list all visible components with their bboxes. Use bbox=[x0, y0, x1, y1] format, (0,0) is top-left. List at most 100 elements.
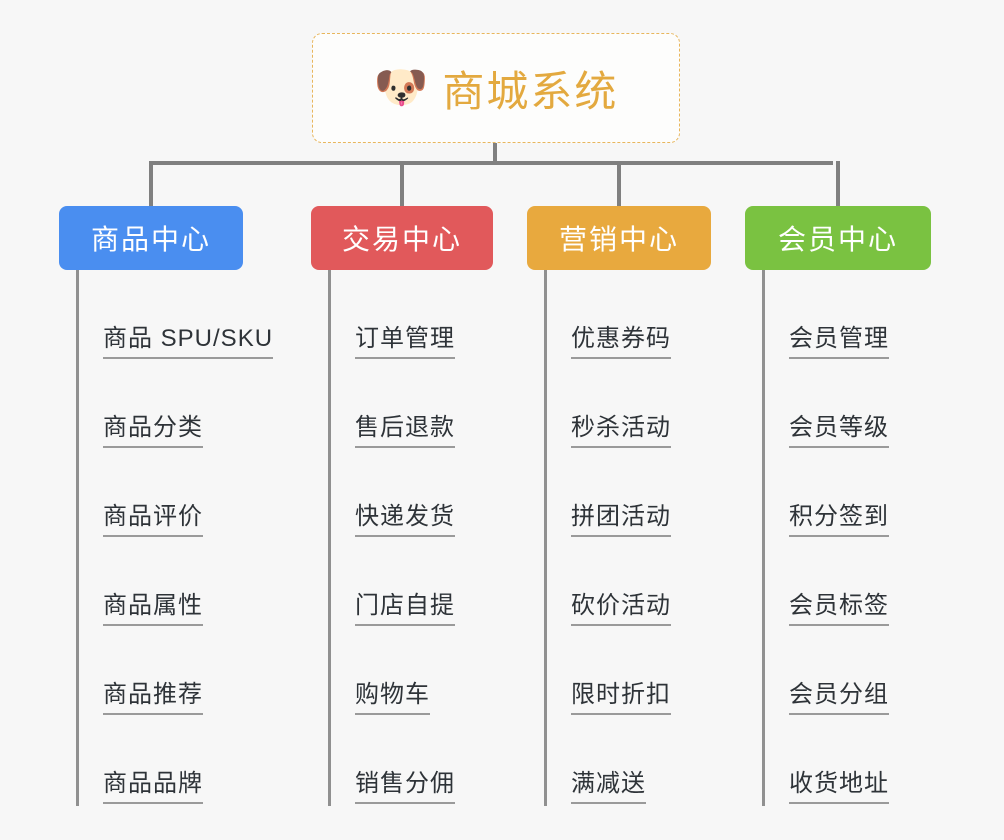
leaf-underline: 商品 SPU/SKU bbox=[103, 318, 274, 359]
leaf-label: 砍价活动 bbox=[571, 592, 671, 619]
leaf-underline: 积分签到 bbox=[789, 496, 889, 537]
leaf-item[interactable]: 商品推荐 bbox=[59, 626, 243, 715]
leaf-label: 积分签到 bbox=[789, 503, 889, 530]
leaf-label: 商品分类 bbox=[103, 414, 203, 441]
leaf-label: 收货地址 bbox=[789, 770, 889, 797]
leaf-item[interactable]: 砍价活动 bbox=[527, 537, 711, 626]
category-label: 交易中心 bbox=[341, 224, 462, 255]
leaf-underline: 商品评价 bbox=[103, 496, 203, 537]
leaf-underline: 满减送 bbox=[571, 763, 646, 804]
leaf-label: 销售分佣 bbox=[355, 770, 455, 797]
leaf-underline: 销售分佣 bbox=[355, 763, 455, 804]
category-header-member-center[interactable]: 会员中心 bbox=[745, 206, 931, 270]
leaf-underline: 会员标签 bbox=[789, 585, 889, 626]
column-marketing-center: 营销中心优惠券码秒杀活动拼团活动砍价活动限时折扣满减送 bbox=[527, 206, 711, 806]
leaf-item[interactable]: 销售分佣 bbox=[311, 715, 493, 804]
leaf-label: 优惠券码 bbox=[571, 325, 671, 352]
leaf-item[interactable]: 商品属性 bbox=[59, 537, 243, 626]
column-spine-product-center bbox=[76, 270, 79, 806]
leaf-item[interactable]: 商品 SPU/SKU bbox=[59, 270, 274, 359]
category-label: 会员中心 bbox=[777, 224, 898, 255]
leaf-underline: 门店自提 bbox=[355, 585, 455, 626]
leaf-label: 商品品牌 bbox=[103, 770, 203, 797]
leaf-label: 拼团活动 bbox=[571, 503, 671, 530]
leaf-list-marketing-center: 优惠券码秒杀活动拼团活动砍价活动限时折扣满减送 bbox=[527, 270, 711, 804]
leaf-underline: 砍价活动 bbox=[571, 585, 671, 626]
category-label: 商品中心 bbox=[90, 224, 211, 255]
leaf-label: 购物车 bbox=[355, 681, 430, 708]
column-trade-center: 交易中心订单管理售后退款快递发货门店自提购物车销售分佣 bbox=[311, 206, 493, 806]
leaf-item[interactable]: 积分签到 bbox=[745, 448, 931, 537]
column-member-center: 会员中心会员管理会员等级积分签到会员标签会员分组收货地址 bbox=[745, 206, 931, 806]
leaf-item[interactable]: 售后退款 bbox=[311, 359, 493, 448]
leaf-underline: 订单管理 bbox=[355, 318, 455, 359]
leaf-list-member-center: 会员管理会员等级积分签到会员标签会员分组收货地址 bbox=[745, 270, 931, 804]
leaf-label: 会员分组 bbox=[789, 681, 889, 708]
connector-root-stem bbox=[493, 143, 497, 163]
connector-drop-member-center bbox=[836, 161, 840, 206]
leaf-underline: 商品推荐 bbox=[103, 674, 203, 715]
leaf-label: 订单管理 bbox=[355, 325, 455, 352]
leaf-item[interactable]: 限时折扣 bbox=[527, 626, 711, 715]
category-label: 营销中心 bbox=[558, 224, 679, 255]
category-header-marketing-center[interactable]: 营销中心 bbox=[527, 206, 711, 270]
leaf-label: 快递发货 bbox=[355, 503, 455, 530]
leaf-item[interactable]: 优惠券码 bbox=[527, 270, 711, 359]
leaf-underline: 限时折扣 bbox=[571, 674, 671, 715]
connector-drop-marketing-center bbox=[617, 161, 621, 206]
connector-horizontal-bus bbox=[149, 161, 833, 165]
leaf-item[interactable]: 会员分组 bbox=[745, 626, 931, 715]
column-spine-marketing-center bbox=[544, 270, 547, 806]
category-header-product-center[interactable]: 商品中心 bbox=[59, 206, 243, 270]
leaf-item[interactable]: 拼团活动 bbox=[527, 448, 711, 537]
leaf-underline: 售后退款 bbox=[355, 407, 455, 448]
leaf-label: 会员等级 bbox=[789, 414, 889, 441]
leaf-underline: 商品分类 bbox=[103, 407, 203, 448]
leaf-item[interactable]: 会员管理 bbox=[745, 270, 931, 359]
leaf-underline: 商品品牌 bbox=[103, 763, 203, 804]
leaf-item[interactable]: 商品分类 bbox=[59, 359, 243, 448]
shiba-dog-icon: 🐶 bbox=[373, 62, 429, 113]
leaf-underline: 优惠券码 bbox=[571, 318, 671, 359]
leaf-underline: 会员分组 bbox=[789, 674, 889, 715]
leaf-underline: 购物车 bbox=[355, 674, 430, 715]
leaf-label: 满减送 bbox=[571, 770, 646, 797]
leaf-item[interactable]: 收货地址 bbox=[745, 715, 931, 804]
root-node[interactable]: 🐶 商城系统 bbox=[312, 33, 680, 143]
category-header-trade-center[interactable]: 交易中心 bbox=[311, 206, 493, 270]
column-product-center: 商品中心商品 SPU/SKU 商品分类商品评价商品属性商品推荐商品品牌 bbox=[59, 206, 274, 806]
leaf-label: 会员管理 bbox=[789, 325, 889, 352]
leaf-underline: 收货地址 bbox=[789, 763, 889, 804]
leaf-underline: 秒杀活动 bbox=[571, 407, 671, 448]
leaf-item[interactable]: 秒杀活动 bbox=[527, 359, 711, 448]
column-spine-member-center bbox=[762, 270, 765, 806]
leaf-label: 秒杀活动 bbox=[571, 414, 671, 441]
leaf-underline: 会员管理 bbox=[789, 318, 889, 359]
leaf-list-trade-center: 订单管理售后退款快递发货门店自提购物车销售分佣 bbox=[311, 270, 493, 804]
leaf-label: 限时折扣 bbox=[571, 681, 671, 708]
leaf-item[interactable]: 订单管理 bbox=[311, 270, 493, 359]
leaf-label: 商品 SPU/SKU bbox=[103, 325, 274, 352]
leaf-item[interactable]: 商品评价 bbox=[59, 448, 243, 537]
leaf-underline: 快递发货 bbox=[355, 496, 455, 537]
leaf-underline: 拼团活动 bbox=[571, 496, 671, 537]
leaf-item[interactable]: 门店自提 bbox=[311, 537, 493, 626]
leaf-label: 会员标签 bbox=[789, 592, 889, 619]
leaf-label: 门店自提 bbox=[355, 592, 455, 619]
connector-drop-product-center bbox=[149, 161, 153, 206]
leaf-label: 商品评价 bbox=[103, 503, 203, 530]
leaf-item[interactable]: 商品品牌 bbox=[59, 715, 243, 804]
leaf-item[interactable]: 会员标签 bbox=[745, 537, 931, 626]
leaf-underline: 会员等级 bbox=[789, 407, 889, 448]
leaf-label: 售后退款 bbox=[355, 414, 455, 441]
leaf-label: 商品推荐 bbox=[103, 681, 203, 708]
leaf-item[interactable]: 满减送 bbox=[527, 715, 711, 804]
leaf-list-product-center: 商品 SPU/SKU 商品分类商品评价商品属性商品推荐商品品牌 bbox=[59, 270, 274, 804]
leaf-item[interactable]: 快递发货 bbox=[311, 448, 493, 537]
leaf-item[interactable]: 会员等级 bbox=[745, 359, 931, 448]
connector-drop-trade-center bbox=[400, 161, 404, 206]
leaf-item[interactable]: 购物车 bbox=[311, 626, 493, 715]
root-title: 商城系统 bbox=[442, 67, 619, 115]
leaf-underline: 商品属性 bbox=[103, 585, 203, 626]
